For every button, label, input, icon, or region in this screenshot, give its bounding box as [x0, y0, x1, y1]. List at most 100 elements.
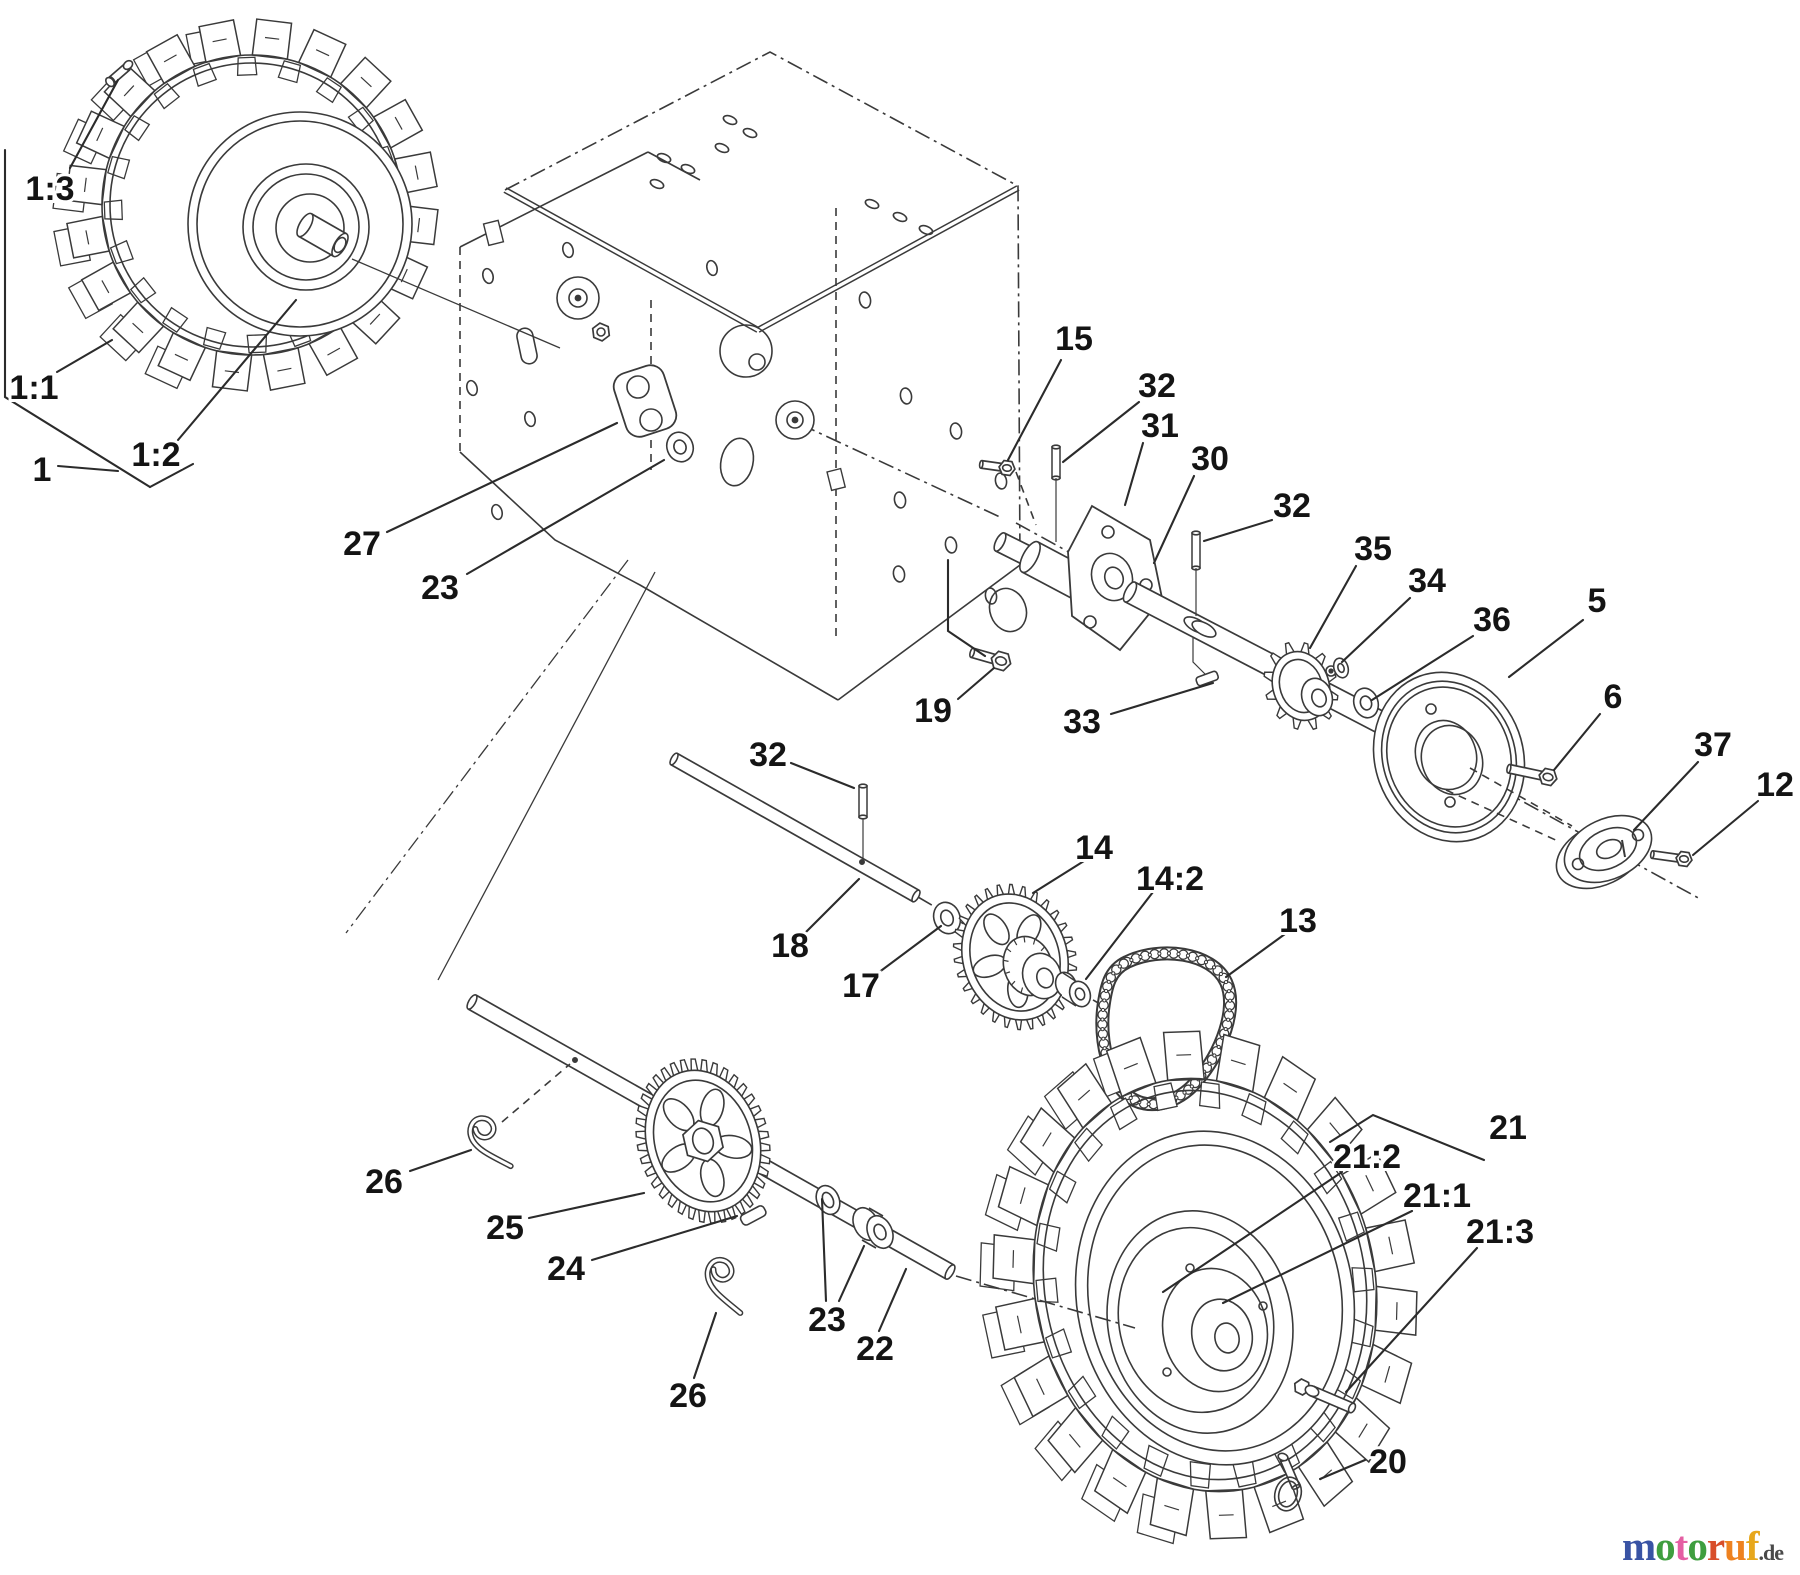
axle-assembly-lower: [466, 994, 1357, 1512]
frame-hole: [465, 379, 479, 397]
leader-line-26-lower: [692, 1311, 718, 1380]
part-label-30: 30: [1191, 440, 1229, 478]
motoruf-logo: motoruf.de: [1622, 1524, 1800, 1574]
leader-line-35: [1308, 564, 1358, 650]
callout-bracket-group-1-link: [148, 462, 195, 489]
leader-line-1: [56, 464, 120, 473]
hairpin-clip-26: [704, 1256, 744, 1316]
leader-line-23-upper: [465, 458, 666, 576]
washer: [665, 431, 695, 463]
leader-line-31: [1123, 441, 1145, 507]
logo-letter: u: [1724, 1523, 1747, 1569]
part-label-6: 6: [1604, 678, 1623, 716]
frame-hole: [649, 178, 665, 190]
leader-line-5: [1507, 618, 1585, 679]
flange-37: [1555, 814, 1653, 890]
axle-centerline: [799, 423, 1003, 519]
axle-centerline: [955, 1275, 1136, 1329]
leader-line-24: [590, 1214, 739, 1262]
part-label-26-upper: 26: [365, 1163, 403, 1201]
part-label-32-c: 32: [749, 736, 787, 774]
leader-line-32-a: [1061, 400, 1141, 464]
leader-line-22: [877, 1267, 908, 1333]
shaft-hole: [858, 858, 865, 865]
disc-5: [1372, 671, 1526, 843]
part-label-17: 17: [842, 967, 880, 1005]
leader-line-27: [385, 421, 619, 534]
frame-tab: [826, 467, 847, 492]
part-label-21: 21: [1489, 1109, 1527, 1147]
callout-bracket-group-21: [1328, 1113, 1486, 1162]
frame-bottom-edge: [837, 564, 1021, 701]
leader-line-13: [1224, 932, 1287, 979]
tire-tread: [979, 1030, 1418, 1545]
leader-line-32-b: [1202, 518, 1274, 543]
leader-line-12: [1691, 799, 1760, 857]
leader-line-37: [1632, 760, 1700, 832]
spacer-23: [852, 1206, 894, 1250]
part-label-34: 34: [1408, 562, 1446, 600]
part-label-1-2: 1:2: [131, 436, 180, 474]
leader-line-14: [1031, 859, 1086, 895]
frame-hole: [864, 198, 880, 210]
shaft-hole: [571, 1057, 578, 1064]
leader-line-21-3: [1344, 1246, 1479, 1394]
square-key-24: [739, 1205, 767, 1226]
hex-bolt-12: [1649, 849, 1693, 868]
part-label-12: 12: [1756, 766, 1794, 804]
part-label-23-upper: 23: [421, 569, 459, 607]
leader-line-6: [1552, 712, 1602, 772]
tire-sidewall: [1042, 1089, 1368, 1481]
part-label-1-1: 1:1: [9, 369, 58, 407]
hairpin-clip-26: [467, 1115, 514, 1170]
leader-line-15: [1006, 358, 1063, 462]
leader-line-34: [1340, 596, 1412, 664]
leader-line-14-2: [1084, 890, 1155, 981]
valve-stem: [105, 59, 134, 88]
part-label-27: 27: [343, 525, 381, 563]
wheel-assembly-right: [979, 1030, 1418, 1545]
spoke-window: [983, 913, 1010, 946]
part-label-32-b: 32: [1273, 487, 1311, 525]
sprocket-14: [952, 883, 1078, 1031]
leader-line-1-2: [176, 298, 298, 442]
logo-letter: t: [1674, 1523, 1689, 1569]
frame-hole: [918, 224, 934, 236]
flange-boss: [1090, 552, 1134, 602]
carriage-bolt-15: [978, 459, 1016, 477]
bushing-14-2: [1054, 971, 1092, 1008]
frame-hole: [680, 163, 696, 175]
leader-line-32-c: [789, 761, 856, 790]
leader-line-23-lower: [820, 1197, 828, 1303]
part-label-25: 25: [486, 1209, 524, 1247]
logo-suffix: .de: [1758, 1540, 1783, 1565]
rim-dish: [1106, 1209, 1294, 1435]
projection-line: [351, 258, 561, 349]
frame-hole: [561, 241, 575, 259]
jackshaft-18: [669, 752, 921, 903]
part-label-14: 14: [1075, 829, 1113, 867]
leader-line-33: [1109, 681, 1215, 716]
hub: [1190, 1298, 1254, 1372]
logo-letter: o: [1655, 1523, 1675, 1569]
part-label-21-1: 21:1: [1403, 1177, 1471, 1215]
part-label-31: 31: [1141, 407, 1179, 445]
part-label-18: 18: [771, 927, 809, 965]
washer-36: [1352, 687, 1380, 719]
hex-bolt-19: [969, 647, 1012, 672]
part-label-35: 35: [1354, 530, 1392, 568]
callout-bracket-group-1: [3, 148, 152, 489]
leader-line-36: [1370, 634, 1475, 702]
spacer-34: [1332, 657, 1350, 679]
frame-slot: [516, 327, 538, 365]
leader-line-20: [1318, 1458, 1367, 1481]
tire-shoulder: [1032, 1077, 1378, 1493]
frame-hole: [858, 291, 872, 309]
rim-ring: [196, 120, 404, 328]
frame-hole: [748, 353, 766, 371]
part-label-5: 5: [1588, 582, 1607, 620]
frame-hole: [523, 410, 537, 428]
clevis-pin-32: [1051, 444, 1061, 481]
